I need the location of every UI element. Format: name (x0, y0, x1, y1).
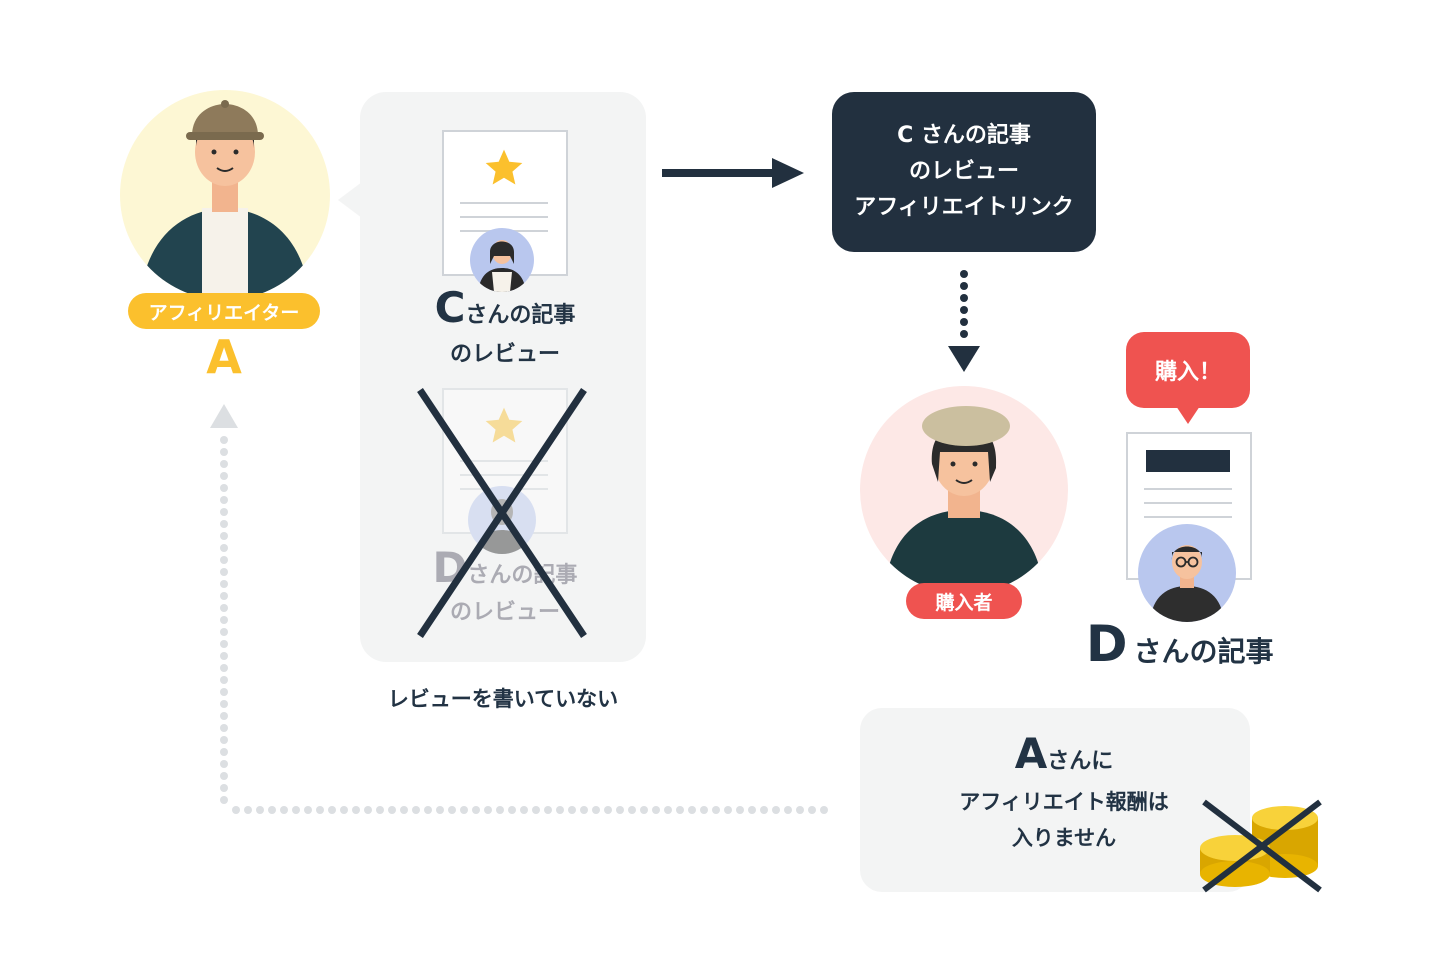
man-with-glasses-icon (1150, 545, 1224, 622)
review-d-suffix: さんの記事 (467, 563, 578, 588)
buyer-avatar (860, 386, 1068, 594)
text-line (460, 474, 548, 476)
review-c-letter: C (434, 283, 466, 332)
reviewer-c-avatar (470, 228, 534, 292)
text-line (1144, 488, 1232, 490)
coins-icon (1200, 799, 1322, 893)
affiliator-avatar (120, 90, 330, 300)
affiliator-role-label: アフィリエイター (128, 293, 320, 329)
article-d-suffix: さんの記事 (1133, 635, 1274, 668)
review-d-title: Dさんの記事 (400, 547, 610, 592)
reward-line1: Aさんに (880, 732, 1248, 784)
star-icon (485, 407, 523, 443)
purchase-bubble: 購入！ (1126, 332, 1250, 408)
woman-icon (478, 240, 526, 292)
buyer-label: 購入者 (906, 583, 1022, 619)
text-line (460, 488, 548, 490)
review-c-title: Cさんの記事 (400, 287, 610, 332)
text-line (1144, 502, 1232, 504)
article-d-letter: D (1086, 615, 1128, 673)
right-arrow-icon (662, 158, 804, 188)
review-c-suffix: さんの記事 (465, 303, 576, 328)
text-line (460, 216, 548, 218)
review-d-subtitle: のレビュー (449, 600, 560, 625)
purchase-bubble-tail (1176, 406, 1200, 424)
affiliate-link-box: C さんの記事 のレビュー アフィリエイトリンク (832, 92, 1096, 252)
star-icon (485, 149, 523, 185)
affiliator-letter: A (206, 330, 242, 384)
dotted-down-arrow-icon (948, 270, 980, 372)
article-header-bar (1146, 450, 1230, 472)
link-box-line2: のレビュー (908, 159, 1019, 184)
person-with-beret-icon (884, 406, 1044, 594)
text-line (460, 202, 548, 204)
link-box-line1: C さんの記事 (897, 123, 1031, 148)
text-line (1144, 516, 1232, 518)
review-c-subtitle: のレビュー (449, 342, 560, 367)
reward-letter: A (1014, 729, 1048, 778)
reward-line3: 入りません (1011, 826, 1117, 850)
man-with-cap-icon (140, 100, 310, 300)
dotted-return-path-icon (210, 404, 828, 814)
reward-line2: アフィリエイト報酬は (959, 790, 1169, 814)
text-line (460, 460, 548, 462)
author-d-avatar (1138, 524, 1236, 622)
link-box-line3: アフィリエイトリンク (854, 195, 1074, 220)
reward-suffix: さんに (1047, 749, 1114, 774)
review-bubble-tail (338, 182, 362, 218)
cross-mark-icon (417, 388, 587, 638)
reward-box (860, 708, 1250, 892)
not-written-caption: レビューを書いていない (387, 687, 619, 711)
